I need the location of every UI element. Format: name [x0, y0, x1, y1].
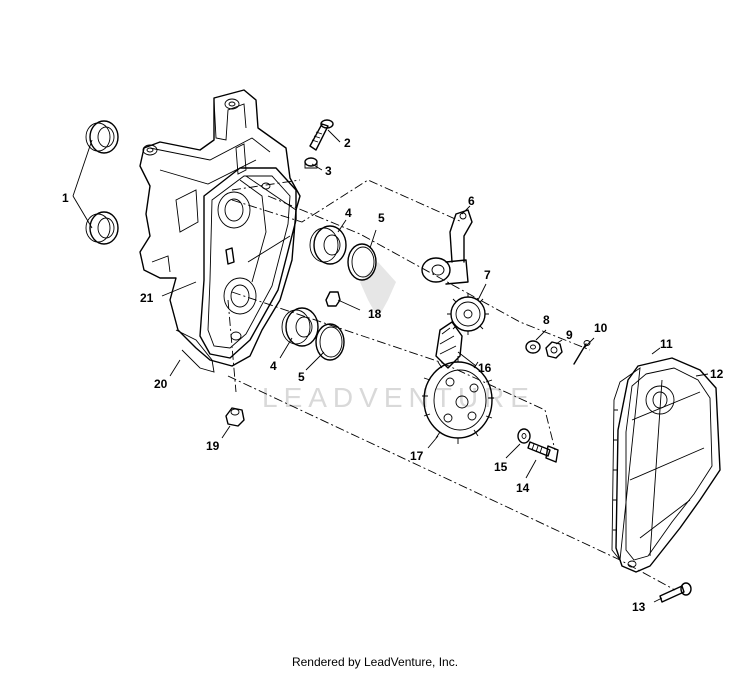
leader-lines [72, 129, 709, 603]
callout-20: 20 [154, 377, 168, 391]
stud-21 [225, 247, 235, 265]
bearing-upper [309, 225, 347, 265]
callout-5-lower: 5 [298, 370, 305, 384]
ring-upper [347, 243, 377, 281]
nut-19 [225, 407, 245, 427]
callout-13: 13 [632, 600, 646, 614]
watermark: LEADVENTURE [262, 262, 535, 413]
nut-18 [325, 291, 341, 307]
idler-arm-6 [421, 209, 473, 285]
callout-18: 18 [368, 307, 382, 321]
callout-4-lower: 4 [270, 359, 277, 373]
ring-lower [315, 323, 345, 361]
gear-17 [422, 356, 494, 444]
washer-15 [517, 428, 531, 444]
sprocket-7 [447, 293, 489, 335]
callout-9: 9 [566, 328, 573, 342]
credit-text: Rendered by LeadVenture, Inc. [291, 655, 459, 669]
callout-16: 16 [478, 361, 492, 375]
bearing-lower [281, 307, 319, 347]
washer-8 [525, 340, 541, 354]
callout-19: 19 [206, 439, 220, 453]
callout-labels: 1 2 3 4 5 6 7 8 9 10 11 12 13 14 15 16 1… [62, 136, 724, 614]
callout-8: 8 [543, 313, 550, 327]
nut-9 [545, 341, 563, 359]
callout-5: 5 [378, 211, 385, 225]
sprocket-16 [435, 321, 463, 369]
seal-upper [85, 120, 119, 154]
callout-2: 2 [344, 136, 351, 150]
callout-12: 12 [710, 367, 724, 381]
bolt-2 [309, 119, 334, 151]
callout-1: 1 [62, 191, 69, 205]
gear-housing [139, 89, 301, 373]
callout-4: 4 [345, 206, 352, 220]
bolt-13 [659, 582, 692, 603]
seal-lower [85, 211, 119, 245]
callout-7: 7 [484, 268, 491, 282]
callout-15: 15 [494, 460, 508, 474]
chain-11 [611, 367, 641, 562]
callout-17: 17 [410, 449, 424, 463]
callout-14: 14 [516, 481, 530, 495]
callout-10: 10 [594, 321, 608, 335]
callout-11: 11 [660, 337, 673, 351]
callout-3: 3 [325, 164, 332, 178]
chain-cover-12 [615, 357, 721, 573]
nut-3 [304, 157, 318, 169]
callout-21: 21 [140, 291, 154, 305]
callout-6: 6 [468, 194, 475, 208]
watermark-text: LEADVENTURE [262, 382, 535, 413]
bolt-14 [527, 441, 559, 463]
